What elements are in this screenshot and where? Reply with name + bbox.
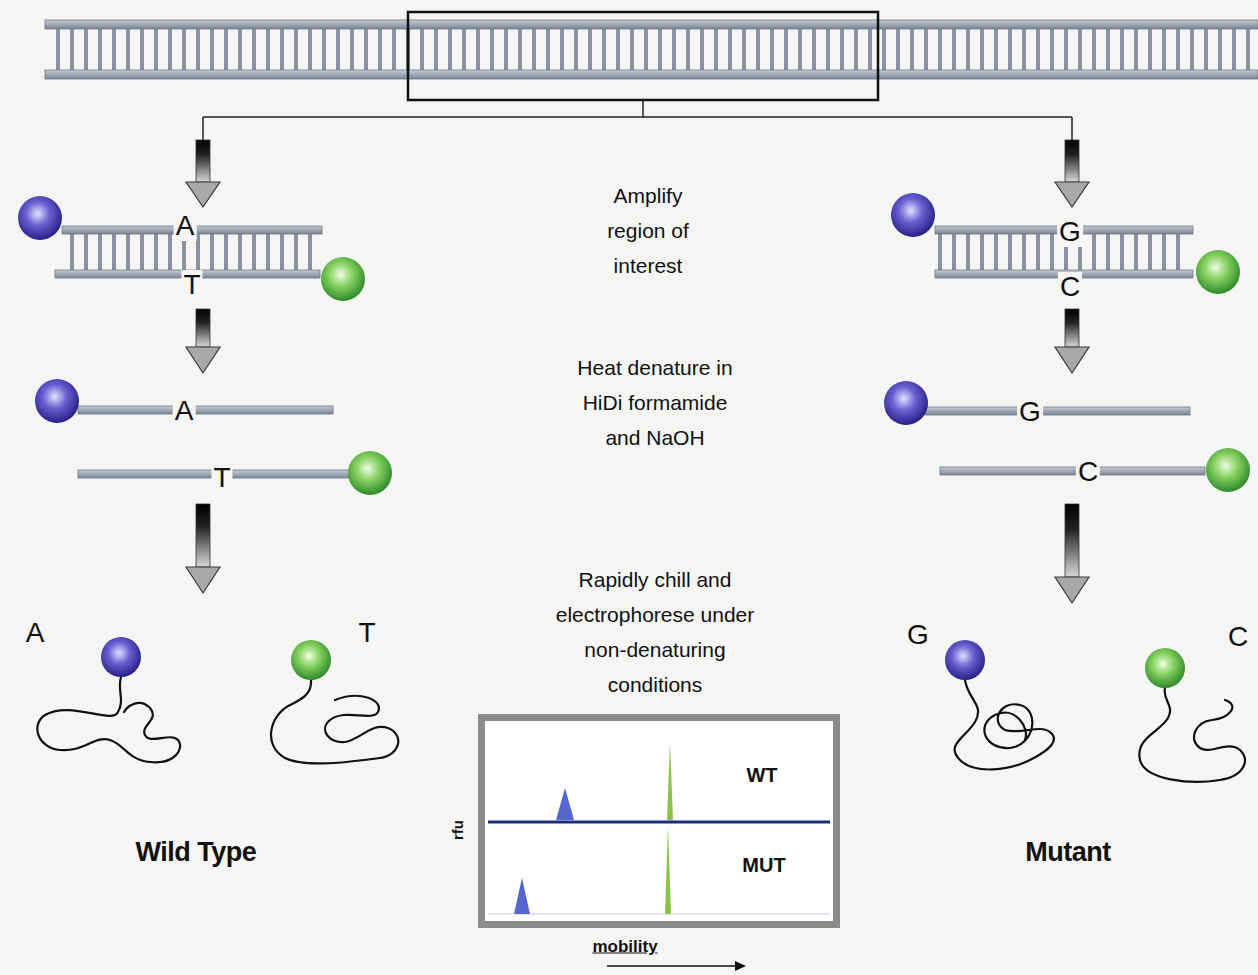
step-label: Rapidly chill and electrophorese under n… — [548, 562, 763, 702]
step-label: Amplify region of interest — [588, 178, 708, 283]
green-peak — [665, 826, 671, 914]
base-label: G — [905, 620, 931, 650]
strand-stage: GC — [885, 195, 1250, 305]
arrow-head — [186, 567, 220, 593]
arrow-shaft — [1065, 504, 1079, 577]
strand-stage: A T Wild Type — [15, 595, 415, 875]
strand-stage: AT — [15, 195, 370, 305]
strand-stage: GC — [880, 375, 1252, 500]
base-label: A — [174, 211, 197, 241]
base-label: A — [24, 618, 47, 648]
blue-peak — [514, 878, 530, 914]
blue-dye — [891, 193, 935, 237]
step-arrow — [1055, 140, 1089, 207]
arrow-shaft — [196, 309, 210, 347]
blue-dye — [884, 381, 928, 425]
trace-label: MUT — [740, 854, 787, 876]
process-arrow — [186, 504, 220, 593]
strand-stage: G C Mutant — [880, 605, 1253, 875]
panel-caption: Wild Type — [136, 839, 257, 866]
base-label: T — [211, 463, 232, 493]
green-dye — [1145, 648, 1185, 688]
green-dye — [348, 451, 392, 495]
trace-label: WT — [744, 764, 779, 786]
folded-strand — [37, 677, 180, 762]
single-strands — [35, 379, 392, 495]
base-label: T — [356, 618, 377, 648]
base-label: G — [1017, 397, 1043, 427]
axis-label: mobility — [592, 938, 657, 955]
base-label: A — [173, 396, 196, 426]
mobility-arrow — [607, 961, 746, 971]
arrow-head — [1055, 347, 1089, 373]
folded-strand — [1139, 688, 1244, 782]
arrow-head — [1055, 577, 1089, 603]
process-arrow — [1055, 309, 1089, 373]
green-dye — [291, 640, 331, 680]
dna-strand — [45, 70, 1258, 79]
electropherogram — [485, 721, 834, 921]
genomic-dna — [45, 20, 1258, 79]
folded-strand — [271, 680, 398, 763]
arrow-head — [186, 347, 220, 373]
base-label: T — [181, 270, 202, 300]
base-label: G — [1057, 217, 1083, 247]
step-label: Heat denature in HiDi formamide and NaOH — [566, 350, 744, 455]
green-dye — [1206, 448, 1250, 492]
green-dye — [1196, 250, 1240, 294]
base-label: C — [1076, 457, 1100, 487]
gel-panel: WT MUT — [478, 714, 840, 928]
process-arrow — [1055, 504, 1089, 603]
arrow-shaft — [1065, 309, 1079, 347]
region-box — [408, 12, 878, 100]
green-peak — [667, 742, 673, 820]
blue-dye — [945, 640, 985, 680]
strand-stage: AT — [30, 375, 400, 500]
blue-dye — [18, 196, 62, 240]
panel-caption: Mutant — [1025, 839, 1110, 866]
step-arrow — [186, 140, 220, 207]
dna-rungs — [48, 29, 1258, 70]
arrow-shaft — [196, 504, 210, 567]
base-label: C — [1058, 272, 1082, 302]
single-strands — [884, 381, 1250, 492]
blue-dye — [101, 637, 141, 677]
double-strand-amplicon — [18, 196, 365, 301]
branch-line — [203, 100, 1072, 140]
folded-strand — [955, 680, 1054, 769]
blue-dye — [35, 379, 79, 423]
axis-label: rfu — [450, 820, 465, 840]
base-label: C — [1226, 622, 1250, 652]
blue-peak — [556, 788, 574, 820]
trace-divider — [488, 821, 830, 824]
process-arrow — [186, 309, 220, 373]
green-dye — [321, 257, 365, 301]
dna-strand — [45, 20, 1258, 29]
